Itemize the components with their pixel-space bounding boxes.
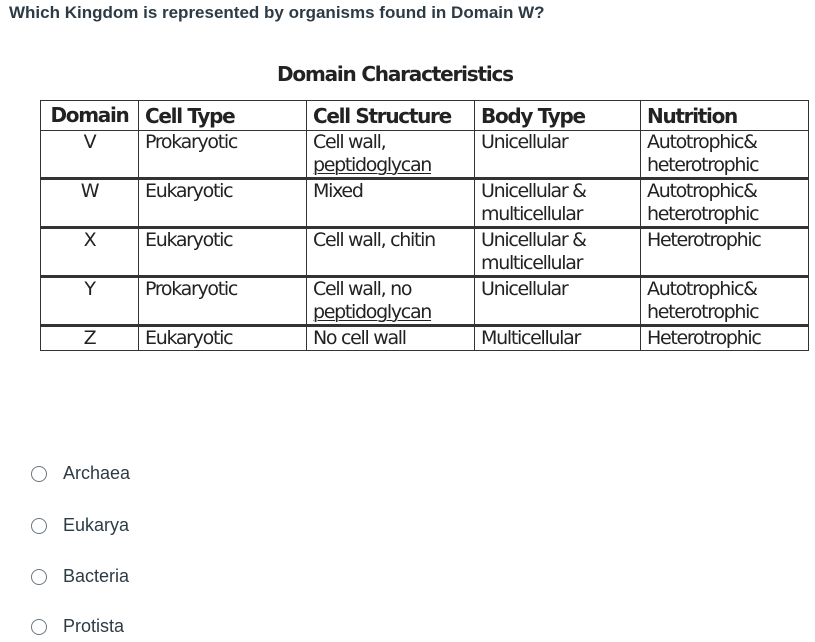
header-cell-type: Cell Type	[138, 100, 307, 131]
answer-label: Eukarya	[63, 515, 130, 535]
radio-button[interactable]	[31, 517, 47, 534]
cell-line: heterotrophic	[647, 154, 760, 176]
cell-body-type: Multicellular	[474, 324, 641, 351]
cell-line: No cell wall	[313, 327, 407, 349]
cell-line: Heterotrophic	[647, 327, 762, 349]
cell-nutrition: Heterotrophic	[640, 226, 809, 277]
cell-cell-type: Eukaryotic	[138, 177, 307, 228]
answer-label: Archaea	[63, 463, 131, 483]
header-body-type: Body Type	[474, 100, 641, 131]
cell-line: Cell wall,	[313, 131, 387, 153]
table-row: V Prokaryotic Cell wall, peptidoglycan U…	[40, 130, 809, 179]
radio-button[interactable]	[31, 568, 47, 585]
cell-line: peptidoglycan	[313, 154, 432, 176]
cell-cell-structure: Mixed	[306, 177, 475, 228]
answer-label: Bacteria	[63, 566, 130, 586]
cell-line: Multicellular	[481, 327, 581, 349]
cell-line: heterotrophic	[647, 301, 760, 323]
cell-cell-structure: Cell wall, no peptidoglycan	[306, 275, 475, 326]
cell-line: Unicellular &	[481, 229, 587, 251]
cell-line: Unicellular	[481, 131, 569, 153]
cell-line: Autotrophic&	[647, 180, 758, 202]
table-header-row: Domain Cell Type Cell Structure Body Typ…	[40, 100, 809, 131]
cell-nutrition: Autotrophic& heterotrophic	[640, 275, 809, 326]
cell-line: multicellular	[481, 252, 583, 274]
answer-option-eukarya[interactable]: Eukarya	[31, 515, 129, 536]
cell-cell-type: Prokaryotic	[138, 130, 307, 179]
cell-line: Autotrophic&	[647, 131, 758, 153]
table-title: Domain Characteristics	[277, 62, 514, 86]
answer-label: Protista	[63, 616, 125, 636]
cell-domain: X	[40, 226, 139, 277]
cell-line: multicellular	[481, 203, 583, 225]
cell-domain: W	[40, 177, 139, 228]
cell-cell-type: Prokaryotic	[138, 275, 307, 326]
header-nutrition: Nutrition	[640, 100, 809, 131]
cell-line: Heterotrophic	[647, 229, 762, 251]
header-domain: Domain	[40, 100, 139, 131]
answer-option-protista[interactable]: Protista	[31, 616, 124, 637]
cell-body-type: Unicellular & multicellular	[474, 177, 641, 228]
cell-line: Unicellular &	[481, 180, 587, 202]
radio-button[interactable]	[31, 465, 47, 482]
cell-line: heterotrophic	[647, 203, 760, 225]
table-row: Z Eukaryotic No cell wall Multicellular …	[40, 324, 809, 351]
answer-option-archaea[interactable]: Archaea	[31, 463, 130, 484]
cell-body-type: Unicellular	[474, 275, 641, 326]
cell-cell-structure: Cell wall, peptidoglycan	[306, 130, 475, 179]
cell-nutrition: Heterotrophic	[640, 324, 809, 351]
cell-nutrition: Autotrophic& heterotrophic	[640, 130, 809, 179]
cell-cell-structure: No cell wall	[306, 324, 475, 351]
cell-line: Cell wall, chitin	[313, 229, 436, 251]
answer-option-bacteria[interactable]: Bacteria	[31, 566, 129, 587]
cell-nutrition: Autotrophic& heterotrophic	[640, 177, 809, 228]
question-text: Which Kingdom is represented by organism…	[9, 3, 545, 22]
table-row: Y Prokaryotic Cell wall, no peptidoglyca…	[40, 275, 809, 326]
table-row: X Eukaryotic Cell wall, chitin Unicellul…	[40, 226, 809, 277]
cell-domain: V	[40, 130, 139, 179]
cell-cell-type: Eukaryotic	[138, 226, 307, 277]
cell-line: Cell wall, no	[313, 278, 412, 300]
cell-line: Mixed	[313, 180, 364, 202]
domain-characteristics-table: Domain Cell Type Cell Structure Body Typ…	[40, 100, 809, 351]
cell-cell-structure: Cell wall, chitin	[306, 226, 475, 277]
cell-body-type: Unicellular & multicellular	[474, 226, 641, 277]
radio-button[interactable]	[31, 618, 47, 635]
header-cell-structure: Cell Structure	[306, 100, 475, 131]
cell-line: Unicellular	[481, 278, 569, 300]
cell-body-type: Unicellular	[474, 130, 641, 179]
cell-line: peptidoglycan	[313, 301, 432, 323]
cell-line: Autotrophic&	[647, 278, 758, 300]
cell-domain: Z	[40, 324, 139, 351]
cell-domain: Y	[40, 275, 139, 326]
table-row: W Eukaryotic Mixed Unicellular & multice…	[40, 177, 809, 228]
cell-cell-type: Eukaryotic	[138, 324, 307, 351]
